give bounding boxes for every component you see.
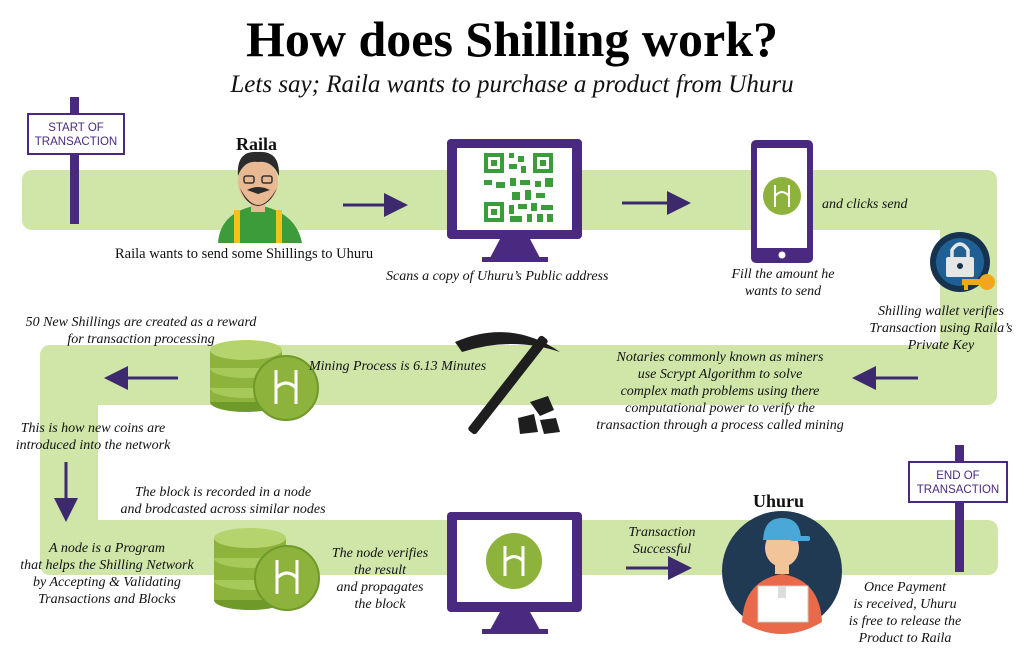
step-reward: 50 New Shillings are created as a reward…	[0, 314, 282, 348]
step-coins-line-1: This is how new coins are	[20, 421, 166, 436]
step-node-line-2: that helps the Shilling Network	[20, 558, 194, 573]
shilling-coin-icon	[763, 177, 801, 215]
step-miners-line-1: Notaries commonly known as miners	[616, 350, 824, 365]
step-verify: Shilling wallet verifies Transaction usi…	[858, 303, 1024, 354]
step-miners-line-4: computational power to verify the	[625, 401, 815, 416]
step-release-line-3: is free to release the	[848, 614, 962, 629]
start-sign-line-2: TRANSACTION	[34, 136, 118, 148]
step-coins: This is how new coins are introduced int…	[0, 420, 186, 454]
step-reward-line-2: for transaction processing	[67, 332, 215, 347]
step-fill-line-1: Fill the amount he	[731, 267, 835, 282]
step-release-line-1: Once Payment	[863, 580, 947, 595]
step-block-line-2: and brodcasted across similar nodes	[120, 502, 326, 517]
raila-name: Raila	[236, 134, 278, 154]
qr-code-icon	[484, 153, 553, 222]
step-mining-time: Mining Process is 6.13 Minutes	[309, 359, 487, 374]
raila-avatar	[218, 151, 302, 243]
step-fill: Fill the amount he wants to send	[712, 266, 854, 300]
start-sign-pole	[70, 97, 79, 224]
step-verify-line-1: Shilling wallet verifies	[878, 304, 1004, 319]
step-node-verifies-line-2: the result	[354, 563, 406, 578]
node-monitor	[447, 512, 582, 634]
qr-monitor	[447, 139, 582, 262]
step-verify-line-3: Private Key	[907, 338, 975, 353]
uhuru-name: Uhuru	[753, 491, 805, 511]
coin-stack-icon-2	[214, 528, 320, 611]
step-clicks: and clicks send	[822, 197, 908, 212]
step-fill-line-2: wants to send	[744, 284, 822, 299]
start-sign-line-1: START OF	[48, 122, 104, 134]
step-node-line-4: Transactions and Blocks	[38, 592, 176, 607]
end-sign-line-1: END OF	[936, 470, 980, 482]
step-verify-line-2: Transaction using Raila’s	[869, 321, 1013, 336]
step-node-verifies-line-3: and propagates	[336, 580, 424, 595]
page-title: How does Shilling work?	[245, 11, 779, 67]
step-block: The block is recorded in a node and brod…	[98, 484, 348, 518]
start-sign: START OF TRANSACTION	[27, 113, 125, 155]
phone-device	[751, 140, 813, 263]
step-miners-line-5: transaction through a process called min…	[596, 418, 844, 433]
uhuru-avatar	[722, 511, 842, 634]
step-block-line-1: The block is recorded in a node	[134, 485, 312, 500]
step-miners-line-3: complex math problems using there	[620, 384, 820, 399]
step-reward-line-1: 50 New Shillings are created as a reward	[25, 315, 257, 330]
step-scan: Scans a copy of Uhuru’s Public address	[386, 269, 609, 284]
step-success-line-2: Successful	[632, 542, 692, 557]
lock-key-icon	[930, 232, 995, 292]
coin-stack-icon	[210, 340, 319, 421]
step-node-line-3: by Accepting & Validating	[33, 575, 181, 590]
step-node-verifies-line-4: the block	[354, 597, 406, 612]
step-miners: Notaries commonly known as miners use Sc…	[565, 349, 875, 434]
step-miners-line-2: use Scrypt Algorithm to solve	[637, 367, 803, 382]
end-sign: END OF TRANSACTION	[908, 461, 1008, 503]
step-release-line-4: Product to Raila	[858, 631, 952, 646]
step-release: Once Payment is received, Uhuru is free …	[830, 579, 980, 647]
step-node: A node is a Program that helps the Shill…	[4, 540, 210, 608]
shilling-coin-icon-2	[486, 533, 542, 589]
step-node-verifies-line-1: The node verifies	[331, 546, 429, 561]
step-success: Transaction Successful	[612, 524, 712, 558]
step-release-line-2: is received, Uhuru	[853, 597, 957, 612]
end-sign-pole	[955, 445, 964, 572]
pickaxe-icon	[455, 332, 560, 435]
step-success-line-1: Transaction	[628, 525, 696, 540]
page-subtitle: Lets say; Raila wants to purchase a prod…	[230, 71, 794, 98]
step-send: Raila wants to send some Shillings to Uh…	[115, 246, 374, 262]
step-node-verifies: The node verifies the result and propaga…	[320, 545, 440, 613]
end-sign-line-2: TRANSACTION	[916, 484, 1000, 496]
step-node-line-1: A node is a Program	[49, 541, 165, 556]
step-coins-line-2: introduced into the network	[15, 438, 171, 453]
